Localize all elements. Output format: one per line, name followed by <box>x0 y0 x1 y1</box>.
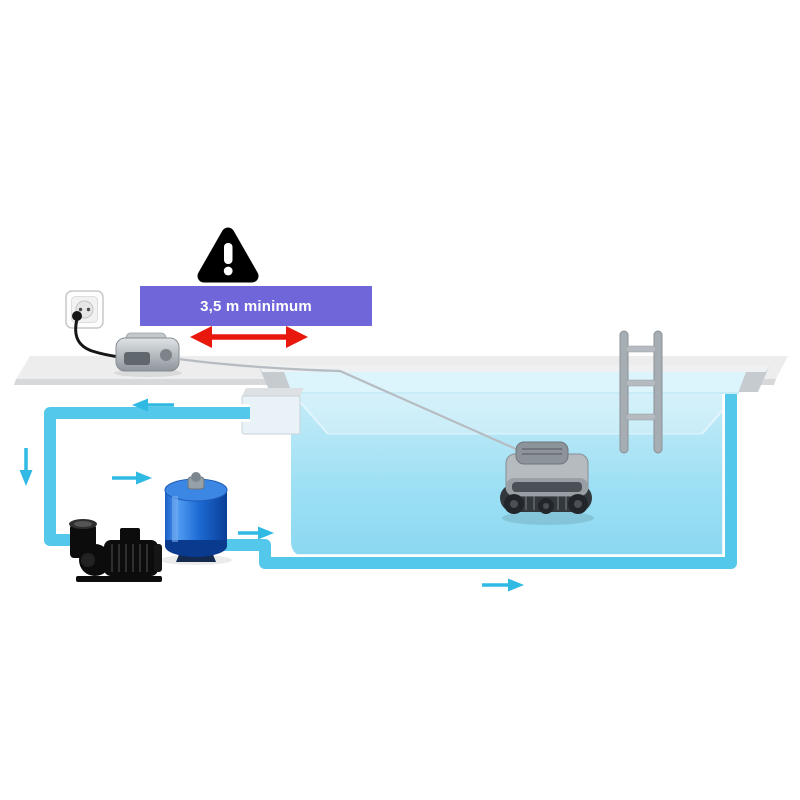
flow-arrow-right-pump-icon <box>112 471 152 485</box>
flow-arrow-left-icon <box>132 398 174 412</box>
power-supply-unit <box>114 332 182 377</box>
return-pipe <box>205 394 737 569</box>
pump <box>69 519 162 582</box>
warning-triangle-icon <box>197 227 259 283</box>
pipe-circuit <box>41 394 740 572</box>
distance-banner: 3,5 m minimum <box>140 286 372 326</box>
robot-cleaner <box>500 441 594 525</box>
suction-pipe <box>44 407 250 546</box>
flow-arrow-down-icon <box>19 448 33 486</box>
water-surface <box>284 372 746 393</box>
power-cable <box>72 311 122 359</box>
distance-label: 3,5 m minimum <box>200 297 312 315</box>
flow-arrow-right-bottom-icon <box>482 578 524 592</box>
flow-arrow-right-filter-icon <box>238 526 274 540</box>
skimmer-box <box>241 388 304 435</box>
power-outlet <box>65 290 104 329</box>
pool-ladder <box>619 330 663 454</box>
filter-tank <box>160 472 232 565</box>
robot-cable <box>178 357 517 451</box>
red-distance-arrow <box>190 326 308 348</box>
